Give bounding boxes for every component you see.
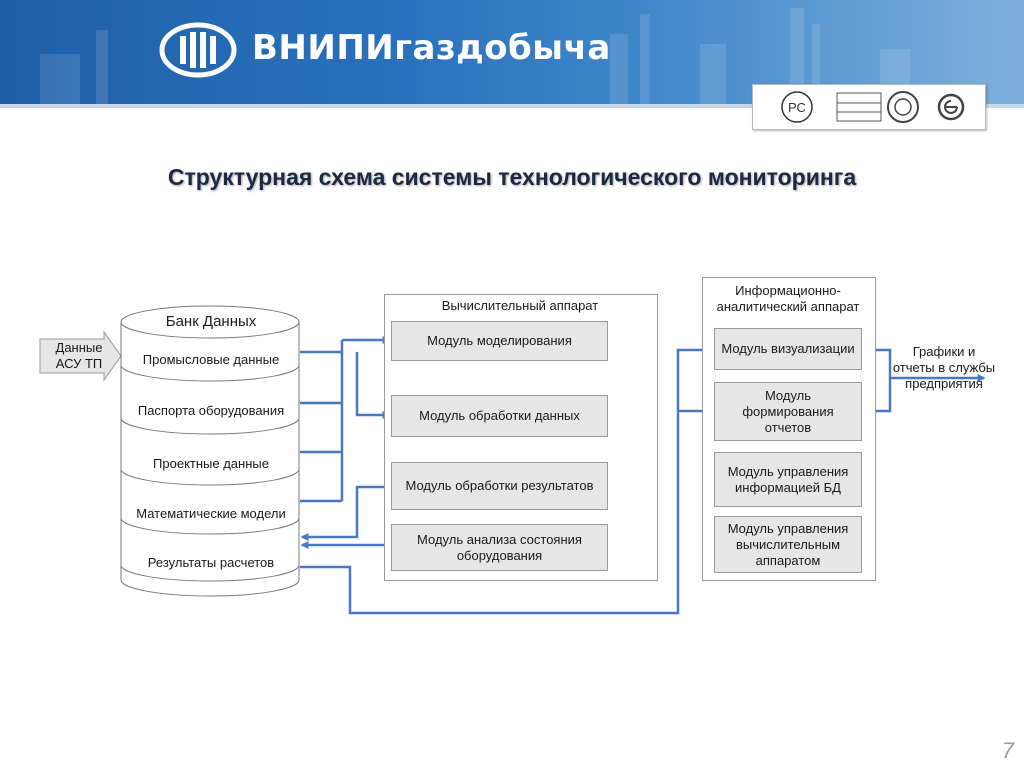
modeling-module: Модуль моделирования	[391, 321, 608, 361]
compute-management-module: Модуль управления вычислительным аппарат…	[714, 516, 862, 573]
page-number: 7	[1001, 738, 1014, 763]
slide-title: Структурная схема системы технологическо…	[167, 164, 857, 190]
bureau-veritas-icon	[887, 91, 919, 123]
analytics-panel-title: Информационно-аналитический аппарат	[716, 283, 860, 314]
output-label: Графики и отчеты в службы предприятия	[892, 344, 996, 391]
bank-layer-field-data: Промысловые данные	[142, 352, 280, 367]
equipment-analysis-module: Модуль анализа состояния оборудования	[391, 524, 608, 571]
header-divider	[0, 104, 1024, 108]
iso-9001-icon	[836, 92, 882, 122]
input-arrow-shape	[39, 330, 122, 382]
compute-panel-title: Вычислительный аппарат	[441, 298, 599, 313]
rst-certificate-icon: РС	[781, 91, 813, 123]
company-name: ВНИПИгаздобыча	[252, 28, 611, 68]
gazprom-emblem-icon	[937, 93, 965, 121]
input-asu-tp-label: Данные АСУ ТП	[55, 340, 103, 371]
bank-layer-calc-results: Результаты расчетов	[147, 555, 275, 570]
db-management-module: Модуль управления информацией БД	[714, 452, 862, 507]
reporting-module: Модуль формирования отчетов	[714, 382, 862, 441]
certificates-box: РС	[752, 84, 986, 130]
bank-layer-math-models: Математические модели	[136, 506, 286, 521]
bank-layer-equipment-passports: Паспорта оборудования	[137, 403, 285, 418]
data-bank-cylinder	[120, 305, 300, 597]
header-banner: ВНИПИгаздобыча	[0, 0, 1024, 104]
bank-layer-design-data: Проектные данные	[153, 456, 269, 471]
visualization-module: Модуль визуализации	[714, 328, 862, 370]
svg-text:РС: РС	[788, 100, 806, 115]
data-bank-title: Банк Данных	[165, 313, 257, 330]
results-processing-module: Модуль обработки результатов	[391, 462, 608, 510]
data-processing-module: Модуль обработки данных	[391, 395, 608, 437]
company-logo-icon	[159, 22, 237, 78]
